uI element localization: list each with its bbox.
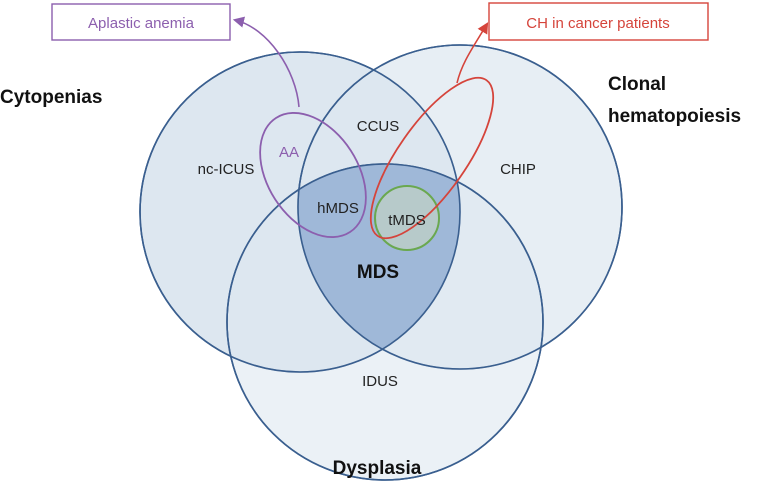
ch-ellipse [369,76,495,240]
ch-cancer-box [488,2,709,41]
mds-label: MDS [357,262,399,283]
nc-icus-label: nc-ICUS [198,161,255,178]
aa-arrow [232,16,300,108]
idus-label: IDUS [362,373,398,390]
chip-label: CHIP [500,161,536,178]
ccus-label: CCUS [357,118,400,135]
dysplasia-title: Dysplasia [333,458,422,479]
ch-arrow [456,22,489,84]
mds-region [298,164,460,369]
dysplasia-outline [226,163,544,481]
hmds-label: hMDS [317,200,359,217]
aplastic-anemia-label: Aplastic anemia [88,15,195,32]
aa-ellipse [259,112,367,238]
aa-label: AA [279,144,299,161]
clonal-title-line2: hematopoiesis [608,106,741,127]
cytopenias-outline [139,51,461,373]
tmds-circle [374,185,440,251]
clonal-title-line1: Clonal [608,74,666,95]
ch-cancer-label: CH in cancer patients [526,15,669,32]
aplastic-anemia-box [51,3,231,41]
clonal-outline [297,44,623,370]
cytopenias-title: Cytopenias [0,87,102,108]
tmds-label: tMDS [388,212,426,229]
